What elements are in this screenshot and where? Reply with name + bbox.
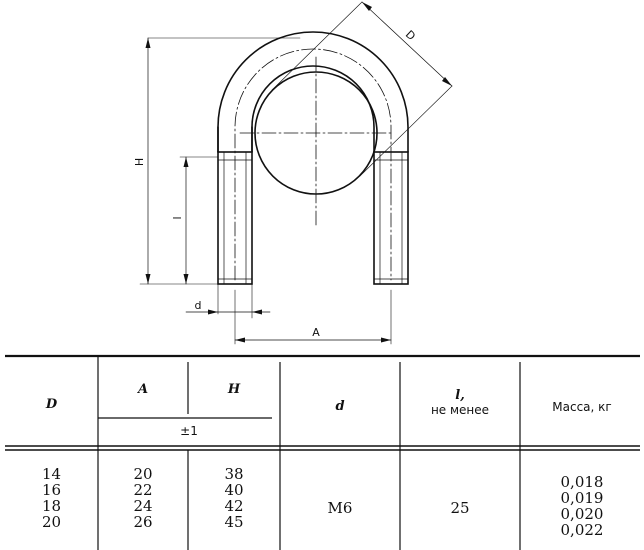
column-D-values: 14 16 18 20 (5, 466, 98, 530)
dim-label-l: l (171, 216, 184, 219)
header-A: A (137, 382, 149, 397)
cell-mass: 0,019 (560, 489, 604, 507)
left-leg (217, 151, 253, 285)
column-A-values: 20 22 24 26 (98, 466, 188, 530)
cell-l-value: 25 (450, 499, 470, 517)
dim-line-D (361, 1, 453, 87)
u-bolt-outline-inner (251, 65, 375, 153)
header-l-note: не менее (430, 403, 490, 417)
dim-label-d: d (195, 299, 202, 312)
cell-D: 16 (41, 481, 62, 499)
cell-H: 40 (224, 481, 244, 499)
header-d: d (335, 399, 345, 414)
u-bolt-outline-outer (217, 31, 409, 153)
header-mass: Масса, кг (552, 400, 612, 414)
cell-A: 26 (133, 513, 153, 531)
right-leg (373, 151, 409, 285)
cell-mass: 0,022 (560, 521, 604, 539)
cell-A: 24 (133, 497, 153, 515)
dim-label-D: D (403, 28, 418, 43)
dim-label-A: A (312, 326, 320, 339)
cell-A: 22 (133, 481, 153, 499)
cell-A: 20 (133, 465, 153, 483)
header-H: H (227, 382, 241, 397)
cell-mass: 0,020 (560, 505, 604, 523)
header-tolerance: ±1 (180, 424, 198, 438)
dim-label-H: H (133, 158, 146, 166)
column-mass-values: 0,018 0,019 0,020 0,022 (520, 474, 644, 538)
cell-d-value: M6 (327, 499, 353, 517)
header-D: D (45, 397, 58, 412)
column-H-values: 38 40 42 45 (188, 466, 280, 530)
cell-H: 45 (224, 513, 244, 531)
cell-D: 20 (41, 513, 62, 531)
u-bolt-centerline (234, 48, 392, 281)
cell-H: 38 (224, 465, 244, 483)
cell-D: 14 (41, 465, 62, 483)
cell-D: 18 (41, 497, 62, 515)
header-l-symbol: l, (455, 388, 465, 403)
cell-H: 42 (224, 497, 244, 515)
cell-mass: 0,018 (560, 473, 604, 491)
